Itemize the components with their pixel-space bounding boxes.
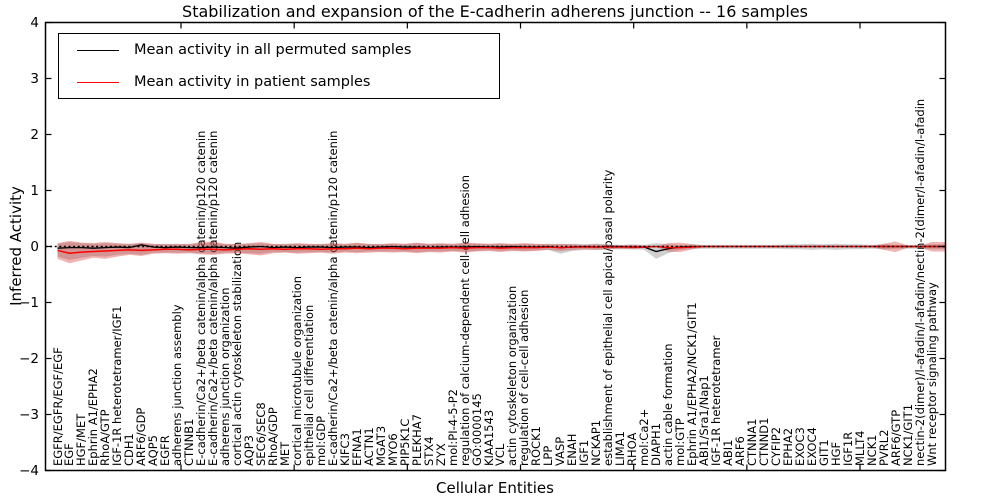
legend: Mean activity in all permuted samples Me… <box>58 33 500 99</box>
y-tick-label: 3 <box>30 70 39 87</box>
legend-entry-permuted: Mean activity in all permuted samples <box>59 36 499 64</box>
y-tick-label: −3 <box>19 406 39 423</box>
y-tick-label: −2 <box>19 350 39 367</box>
legend-entry-patient: Mean activity in patient samples <box>59 68 499 96</box>
y-tick-label: 4 <box>30 14 39 31</box>
red-line-swatch <box>77 81 119 83</box>
y-tick-label: 0 <box>30 238 39 255</box>
chart-title: Stabilization and expansion of the E-cad… <box>182 2 808 21</box>
y-tick-label: 2 <box>30 126 39 143</box>
y-tick-label: −1 <box>19 294 39 311</box>
x-axis-label: Cellular Entities <box>436 479 554 497</box>
y-tick-label: 1 <box>30 182 39 199</box>
black-line-swatch <box>77 49 119 51</box>
legend-label: Mean activity in all permuted samples <box>134 42 412 58</box>
legend-label: Mean activity in patient samples <box>134 74 371 90</box>
y-tick-label: −4 <box>19 462 39 479</box>
